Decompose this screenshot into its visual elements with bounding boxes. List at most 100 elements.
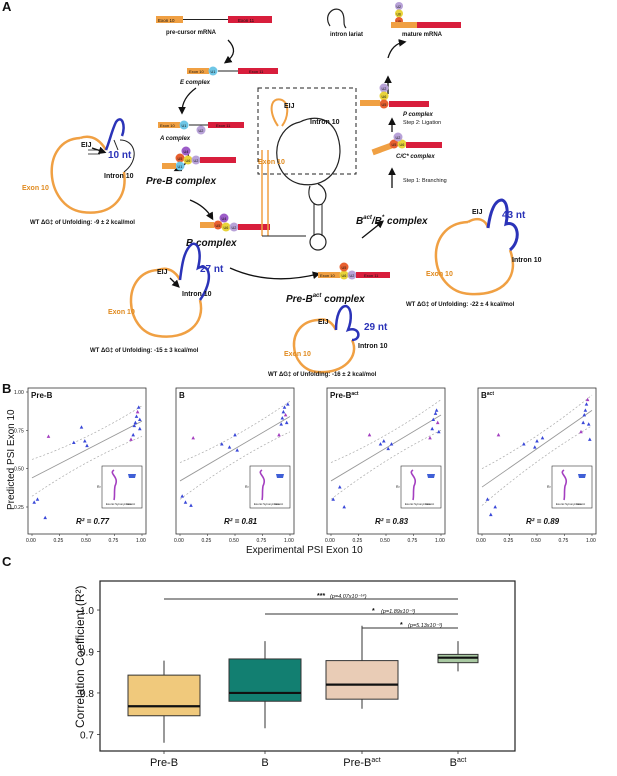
inset-violin-exonic <box>561 469 567 501</box>
data-point <box>235 448 239 452</box>
svg-text:Exon 11: Exon 11 <box>364 273 379 278</box>
svg-text:U2: U2 <box>382 87 387 91</box>
x-tick-label: 0.00 <box>26 538 36 544</box>
pre-bact-exon: Exon 10 <box>284 351 311 358</box>
data-point <box>83 439 87 443</box>
b-structure <box>129 242 210 338</box>
data-point <box>493 505 497 509</box>
data-point <box>233 432 237 437</box>
svg-text:U2: U2 <box>199 129 204 133</box>
inset-violin-exonic <box>259 469 265 501</box>
panel-c-label: C <box>2 554 12 569</box>
data-point <box>581 420 585 425</box>
inset-label-intronic: Intronic <box>576 502 586 506</box>
data-point <box>367 432 372 437</box>
data-point <box>138 426 142 431</box>
inset-ylabel: R² <box>396 485 401 489</box>
inset-violin-exonic <box>410 469 416 501</box>
y-tick-label: 0.7 <box>80 730 94 741</box>
y-tick-label: 0.50 <box>14 467 24 473</box>
inset-frame <box>551 465 593 509</box>
data-point <box>46 434 51 438</box>
p-complex: U2 U6 U5 P complex <box>360 83 433 118</box>
scatter-frame <box>175 387 295 535</box>
svg-text:U1: U1 <box>178 165 183 169</box>
svg-text:U5: U5 <box>216 224 221 228</box>
y-tick-label: 0.9 <box>80 647 94 658</box>
pre-b-complex: U4 U5 U6 U2 U1 Pre-B complex <box>146 146 236 187</box>
box-4: Bact <box>437 641 479 769</box>
pre-b-structure <box>50 118 135 214</box>
svg-text:C/C* complex: C/C* complex <box>396 154 435 160</box>
ci-lower <box>330 430 442 500</box>
data-point <box>282 405 287 409</box>
svg-text:U5: U5 <box>342 266 347 270</box>
data-point <box>129 437 133 441</box>
sig-stars: *** <box>317 593 325 600</box>
center-exon: Exon 10 <box>258 159 285 166</box>
svg-text:U5: U5 <box>392 143 397 147</box>
panel-b-label: B <box>2 381 11 396</box>
bact-dg: WT ΔG‡ of Unfolding: -22 ± 4 kcal/mol <box>406 302 515 308</box>
inset-label-exonic: Exonic Synonymous <box>405 502 431 506</box>
pre-bact-intron: Intron 10 <box>358 343 388 350</box>
data-point <box>585 397 590 402</box>
x-tick-label: 0.75 <box>408 538 418 544</box>
data-point <box>433 411 438 415</box>
x-tick-label: 1.00 <box>586 538 596 544</box>
inset-label-intronic: Intronic <box>126 502 136 506</box>
svg-text:Step 2: Ligation: Step 2: Ligation <box>403 120 441 126</box>
inset-label-exonic: Exonic Synonymous <box>254 502 280 506</box>
scatter-title: B <box>179 391 185 400</box>
svg-text:U6: U6 <box>342 274 347 278</box>
sig-stars: * <box>372 608 375 615</box>
pre-bact-structure <box>292 304 360 374</box>
x-tick-label: 0.25 <box>54 538 64 544</box>
data-point <box>132 423 137 428</box>
svg-text:Exon 10: Exon 10 <box>160 123 175 128</box>
data-point <box>485 497 490 501</box>
box-body <box>228 658 302 702</box>
a-complex: Exon 10 U1 U2 Exon 11 A complex <box>158 120 244 142</box>
b-exon: Exon 10 <box>108 309 135 316</box>
data-point <box>72 440 76 444</box>
svg-text:Pre-B complex: Pre-B complex <box>146 176 216 187</box>
svg-text:U6: U6 <box>224 226 229 230</box>
x-tick-label: 0.00 <box>476 538 486 544</box>
inset-label-intronic: Intronic <box>274 502 284 506</box>
data-point <box>183 500 188 504</box>
svg-text:U4: U4 <box>184 150 189 154</box>
sig-stars: * <box>400 622 403 629</box>
x-tick-label: 0.50 <box>229 538 239 544</box>
data-point <box>584 402 589 406</box>
boxplot-frame <box>99 580 516 752</box>
y-tick-label: 0.25 <box>14 505 24 511</box>
bact-nt: 43 nt <box>502 210 526 221</box>
r2-label: R² = 0.83 <box>375 517 409 526</box>
panel-b-xlabel: Experimental PSI Exon 10 <box>246 545 363 556</box>
data-point <box>279 422 283 426</box>
scatter-frame <box>326 387 446 535</box>
bact-eij: EIJ <box>472 209 483 216</box>
b-eij: EIJ <box>157 269 168 276</box>
x-tick-label: Bact <box>450 757 467 769</box>
b-complex: U4 U5 U6 U2 B complex <box>186 213 270 249</box>
inset-violin-intronic <box>128 474 136 478</box>
y-tick-label: 1.0 <box>80 606 94 617</box>
panel-b-ylabel: Predicted PSI Exon 10 <box>6 409 17 510</box>
x-tick-label: 0.50 <box>380 538 390 544</box>
x-tick-label: 0.50 <box>531 538 541 544</box>
x-tick-label: 1.00 <box>435 538 445 544</box>
data-point <box>522 442 526 446</box>
x-tick-label: B <box>261 757 268 769</box>
ci-upper <box>31 405 143 460</box>
inset-violin-intronic <box>276 474 284 478</box>
scatter-frame <box>477 387 597 535</box>
pre-bact-dg: WT ΔG‡ of Unfolding: -16 ± 2 kcal/mol <box>268 372 377 378</box>
svg-text:U4: U4 <box>222 217 227 221</box>
data-point <box>489 512 493 517</box>
data-point <box>496 432 501 437</box>
x-tick-label: 0.75 <box>559 538 569 544</box>
r2-label: R² = 0.81 <box>224 517 258 526</box>
